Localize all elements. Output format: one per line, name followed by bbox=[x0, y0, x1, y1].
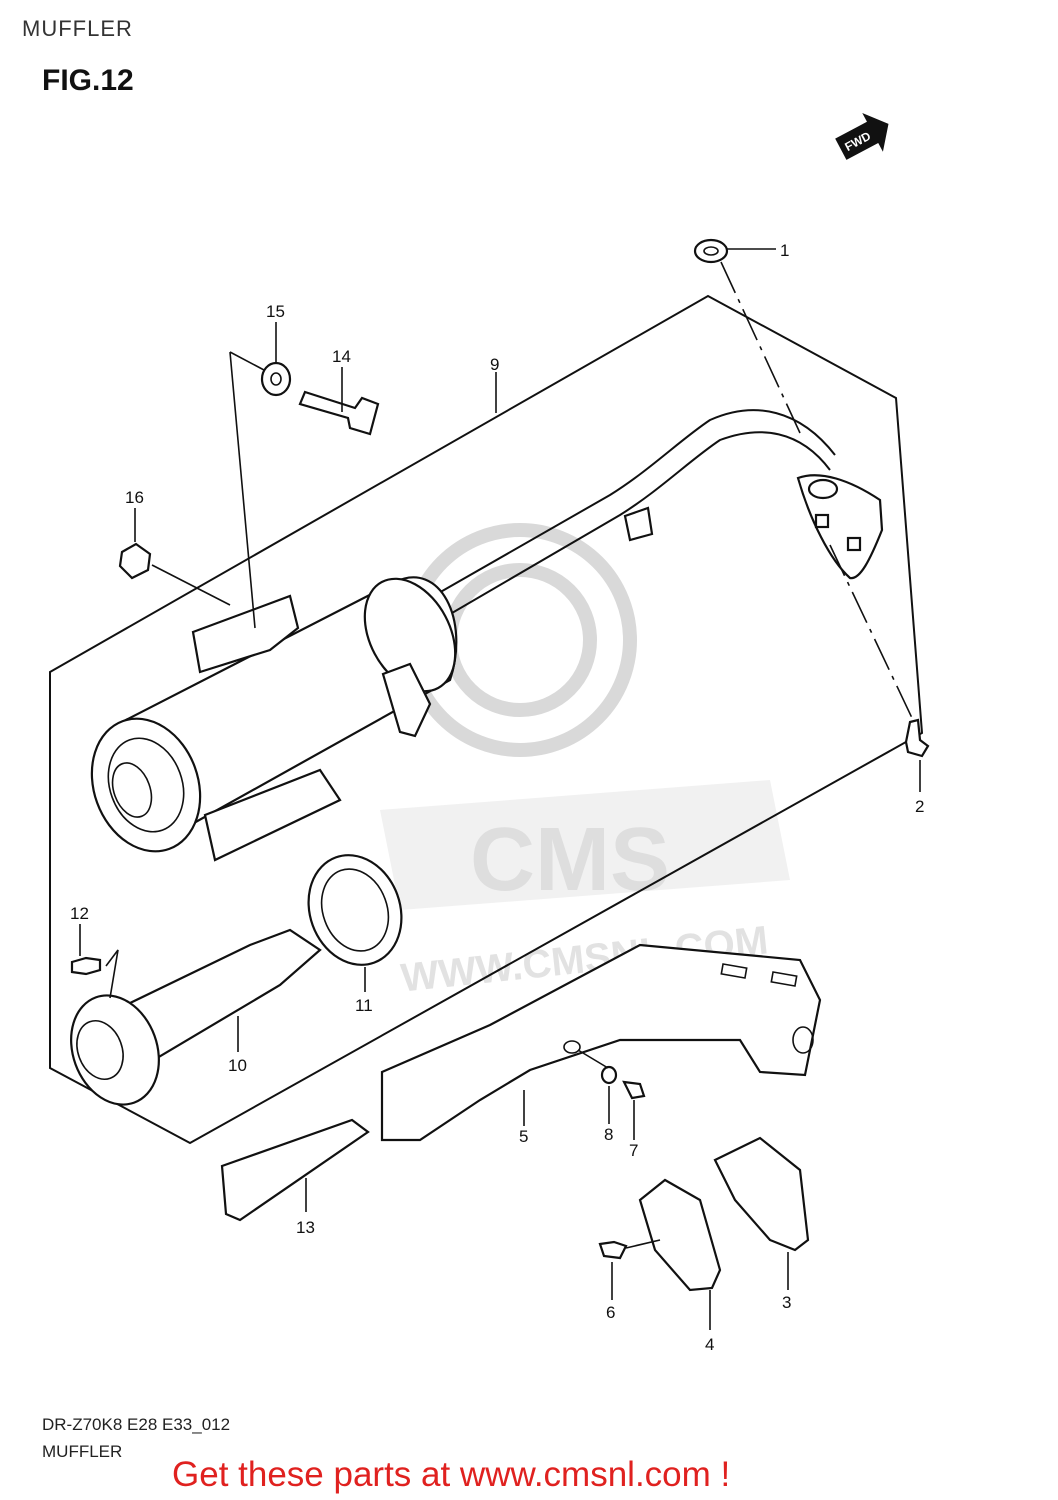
callout-15: 15 bbox=[266, 302, 285, 321]
callout-labels: 1 2 3 4 5 6 7 8 9 10 11 12 13 14 15 16 bbox=[70, 241, 924, 1354]
bolt-7 bbox=[622, 1080, 646, 1100]
heat-protector bbox=[380, 943, 822, 1142]
washer-1 bbox=[693, 238, 729, 264]
callout-10: 10 bbox=[228, 1056, 247, 1075]
callout-4: 4 bbox=[705, 1335, 714, 1354]
exhaust-pipe bbox=[429, 409, 884, 621]
callout-7: 7 bbox=[629, 1141, 638, 1160]
gasket bbox=[307, 854, 403, 966]
fwd-arrow-icon: FWD bbox=[835, 112, 889, 160]
callout-5: 5 bbox=[519, 1127, 528, 1146]
callout-1: 1 bbox=[780, 241, 789, 260]
protector-lower bbox=[638, 1178, 722, 1292]
callout-14: 14 bbox=[332, 347, 351, 366]
callout-11: 11 bbox=[355, 996, 373, 1015]
callout-13: 13 bbox=[296, 1218, 315, 1237]
spark-arrester bbox=[70, 928, 322, 1106]
callout-16: 16 bbox=[125, 488, 144, 507]
muffler-body bbox=[90, 576, 458, 862]
bolt-12 bbox=[70, 956, 102, 976]
footer-title: MUFFLER bbox=[42, 1442, 123, 1461]
callout-9: 9 bbox=[490, 355, 499, 374]
callout-2: 2 bbox=[915, 797, 924, 816]
bolt-14 bbox=[298, 390, 380, 436]
section-title: MUFFLER bbox=[22, 16, 133, 41]
washer-15 bbox=[260, 361, 292, 397]
washer-8 bbox=[600, 1065, 618, 1085]
callout-12: 12 bbox=[70, 904, 89, 923]
bolt-2 bbox=[904, 718, 930, 758]
assembly-frame bbox=[49, 294, 924, 1145]
bolt-6 bbox=[598, 1240, 628, 1260]
leader-lines bbox=[79, 248, 921, 1330]
callout-3: 3 bbox=[782, 1293, 791, 1312]
callout-6: 6 bbox=[606, 1303, 615, 1322]
nut-16 bbox=[118, 542, 152, 580]
cta-link[interactable]: Get these parts at www.cmsnl.com ! bbox=[172, 1455, 731, 1494]
protector-cover bbox=[713, 1136, 810, 1252]
diagram-code: DR-Z70K8 E28 E33_012 bbox=[42, 1415, 231, 1434]
callout-8: 8 bbox=[604, 1125, 613, 1144]
protector-plate bbox=[220, 1118, 370, 1222]
watermark-text: CMS bbox=[470, 810, 670, 910]
figure-label: FIG.12 bbox=[42, 64, 134, 97]
